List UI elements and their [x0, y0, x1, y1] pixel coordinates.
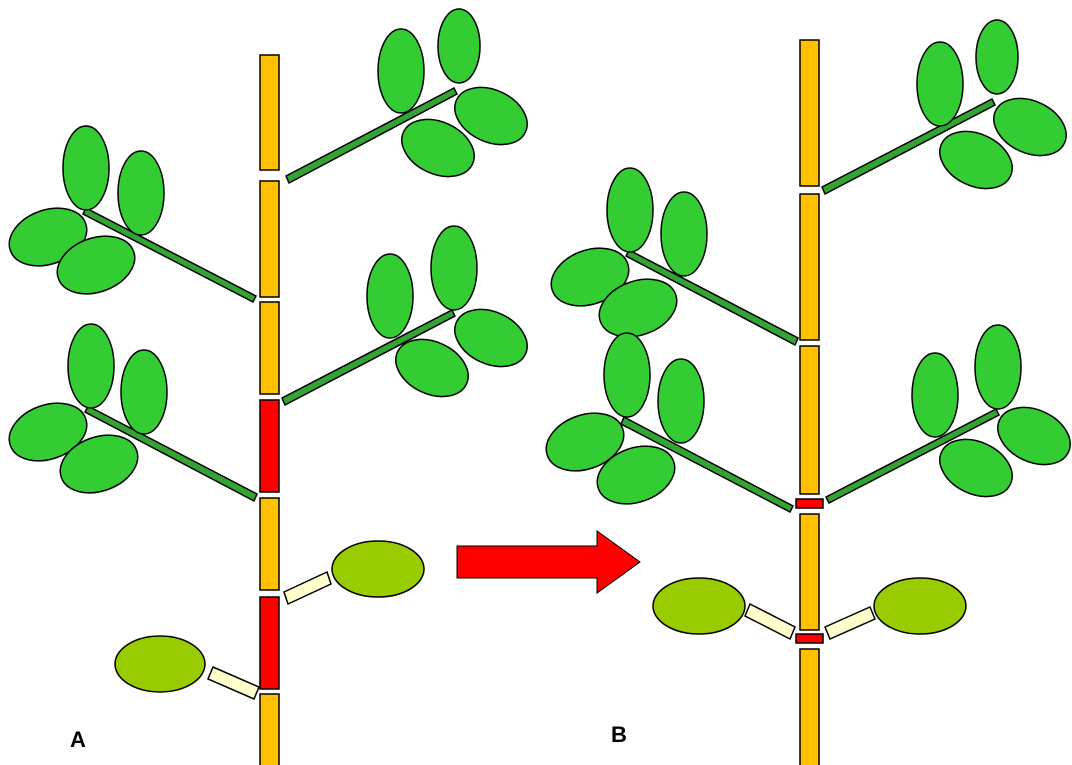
leaflet [63, 126, 109, 210]
panel-a-label: A [70, 727, 86, 753]
leaflet [431, 226, 477, 310]
leaf-a-upper-left [1, 126, 256, 304]
internode-normal [260, 498, 279, 590]
internode-short [260, 400, 279, 492]
internode-short [796, 499, 823, 508]
internode-normal [800, 649, 819, 765]
panel-a [1, 9, 536, 765]
right-arrow-icon [457, 531, 640, 593]
leaflet [367, 254, 413, 338]
leaflet [121, 350, 167, 434]
leaflet [607, 168, 653, 252]
cotyledon [332, 541, 424, 597]
internode-short [260, 597, 279, 689]
leaf-b-middle-left [538, 333, 793, 514]
stem-a [260, 55, 279, 765]
leaflet [378, 29, 424, 113]
cotyledon-b-left [653, 578, 795, 639]
cotyledon [653, 578, 745, 634]
cotyledon-a-left [115, 636, 259, 699]
cotyledon-a-right [284, 541, 424, 604]
leaf-b-upper-right [822, 20, 1072, 200]
leaf-a-middle-left [1, 324, 257, 503]
leaflet [438, 9, 480, 83]
leaflet [68, 324, 114, 408]
internode-normal [260, 302, 279, 394]
cotyledon-b-right [825, 578, 966, 639]
stem-b [796, 40, 823, 765]
panel-b [538, 20, 1072, 765]
leaf-a-upper-right [286, 9, 536, 188]
leaflet [604, 333, 650, 417]
internode-normal [260, 55, 279, 170]
internode-normal [260, 694, 279, 765]
leaflet [917, 42, 963, 126]
leaflet [118, 151, 164, 235]
panel-b-label: B [611, 722, 627, 748]
cotyledon-stalk [208, 667, 259, 699]
leaflet [976, 20, 1018, 94]
cotyledon-stalk [284, 572, 331, 604]
internode-normal [800, 346, 819, 494]
leaflet [975, 325, 1021, 409]
leaf-b-middle-right [826, 325, 1072, 508]
cotyledon [115, 636, 205, 692]
internode-normal [800, 194, 819, 340]
leaflet [661, 192, 707, 276]
leaf-b-upper-left [543, 168, 798, 347]
cotyledon-stalk [825, 607, 875, 639]
internode-normal [800, 40, 819, 186]
cotyledon [874, 578, 966, 634]
cotyledon-stalk [745, 604, 795, 639]
leaf-a-middle-right [282, 226, 536, 408]
internode-normal [260, 181, 279, 297]
leaflet [658, 359, 704, 443]
leaflet [912, 353, 958, 437]
internode-normal [800, 514, 819, 630]
internode-short [796, 634, 823, 643]
